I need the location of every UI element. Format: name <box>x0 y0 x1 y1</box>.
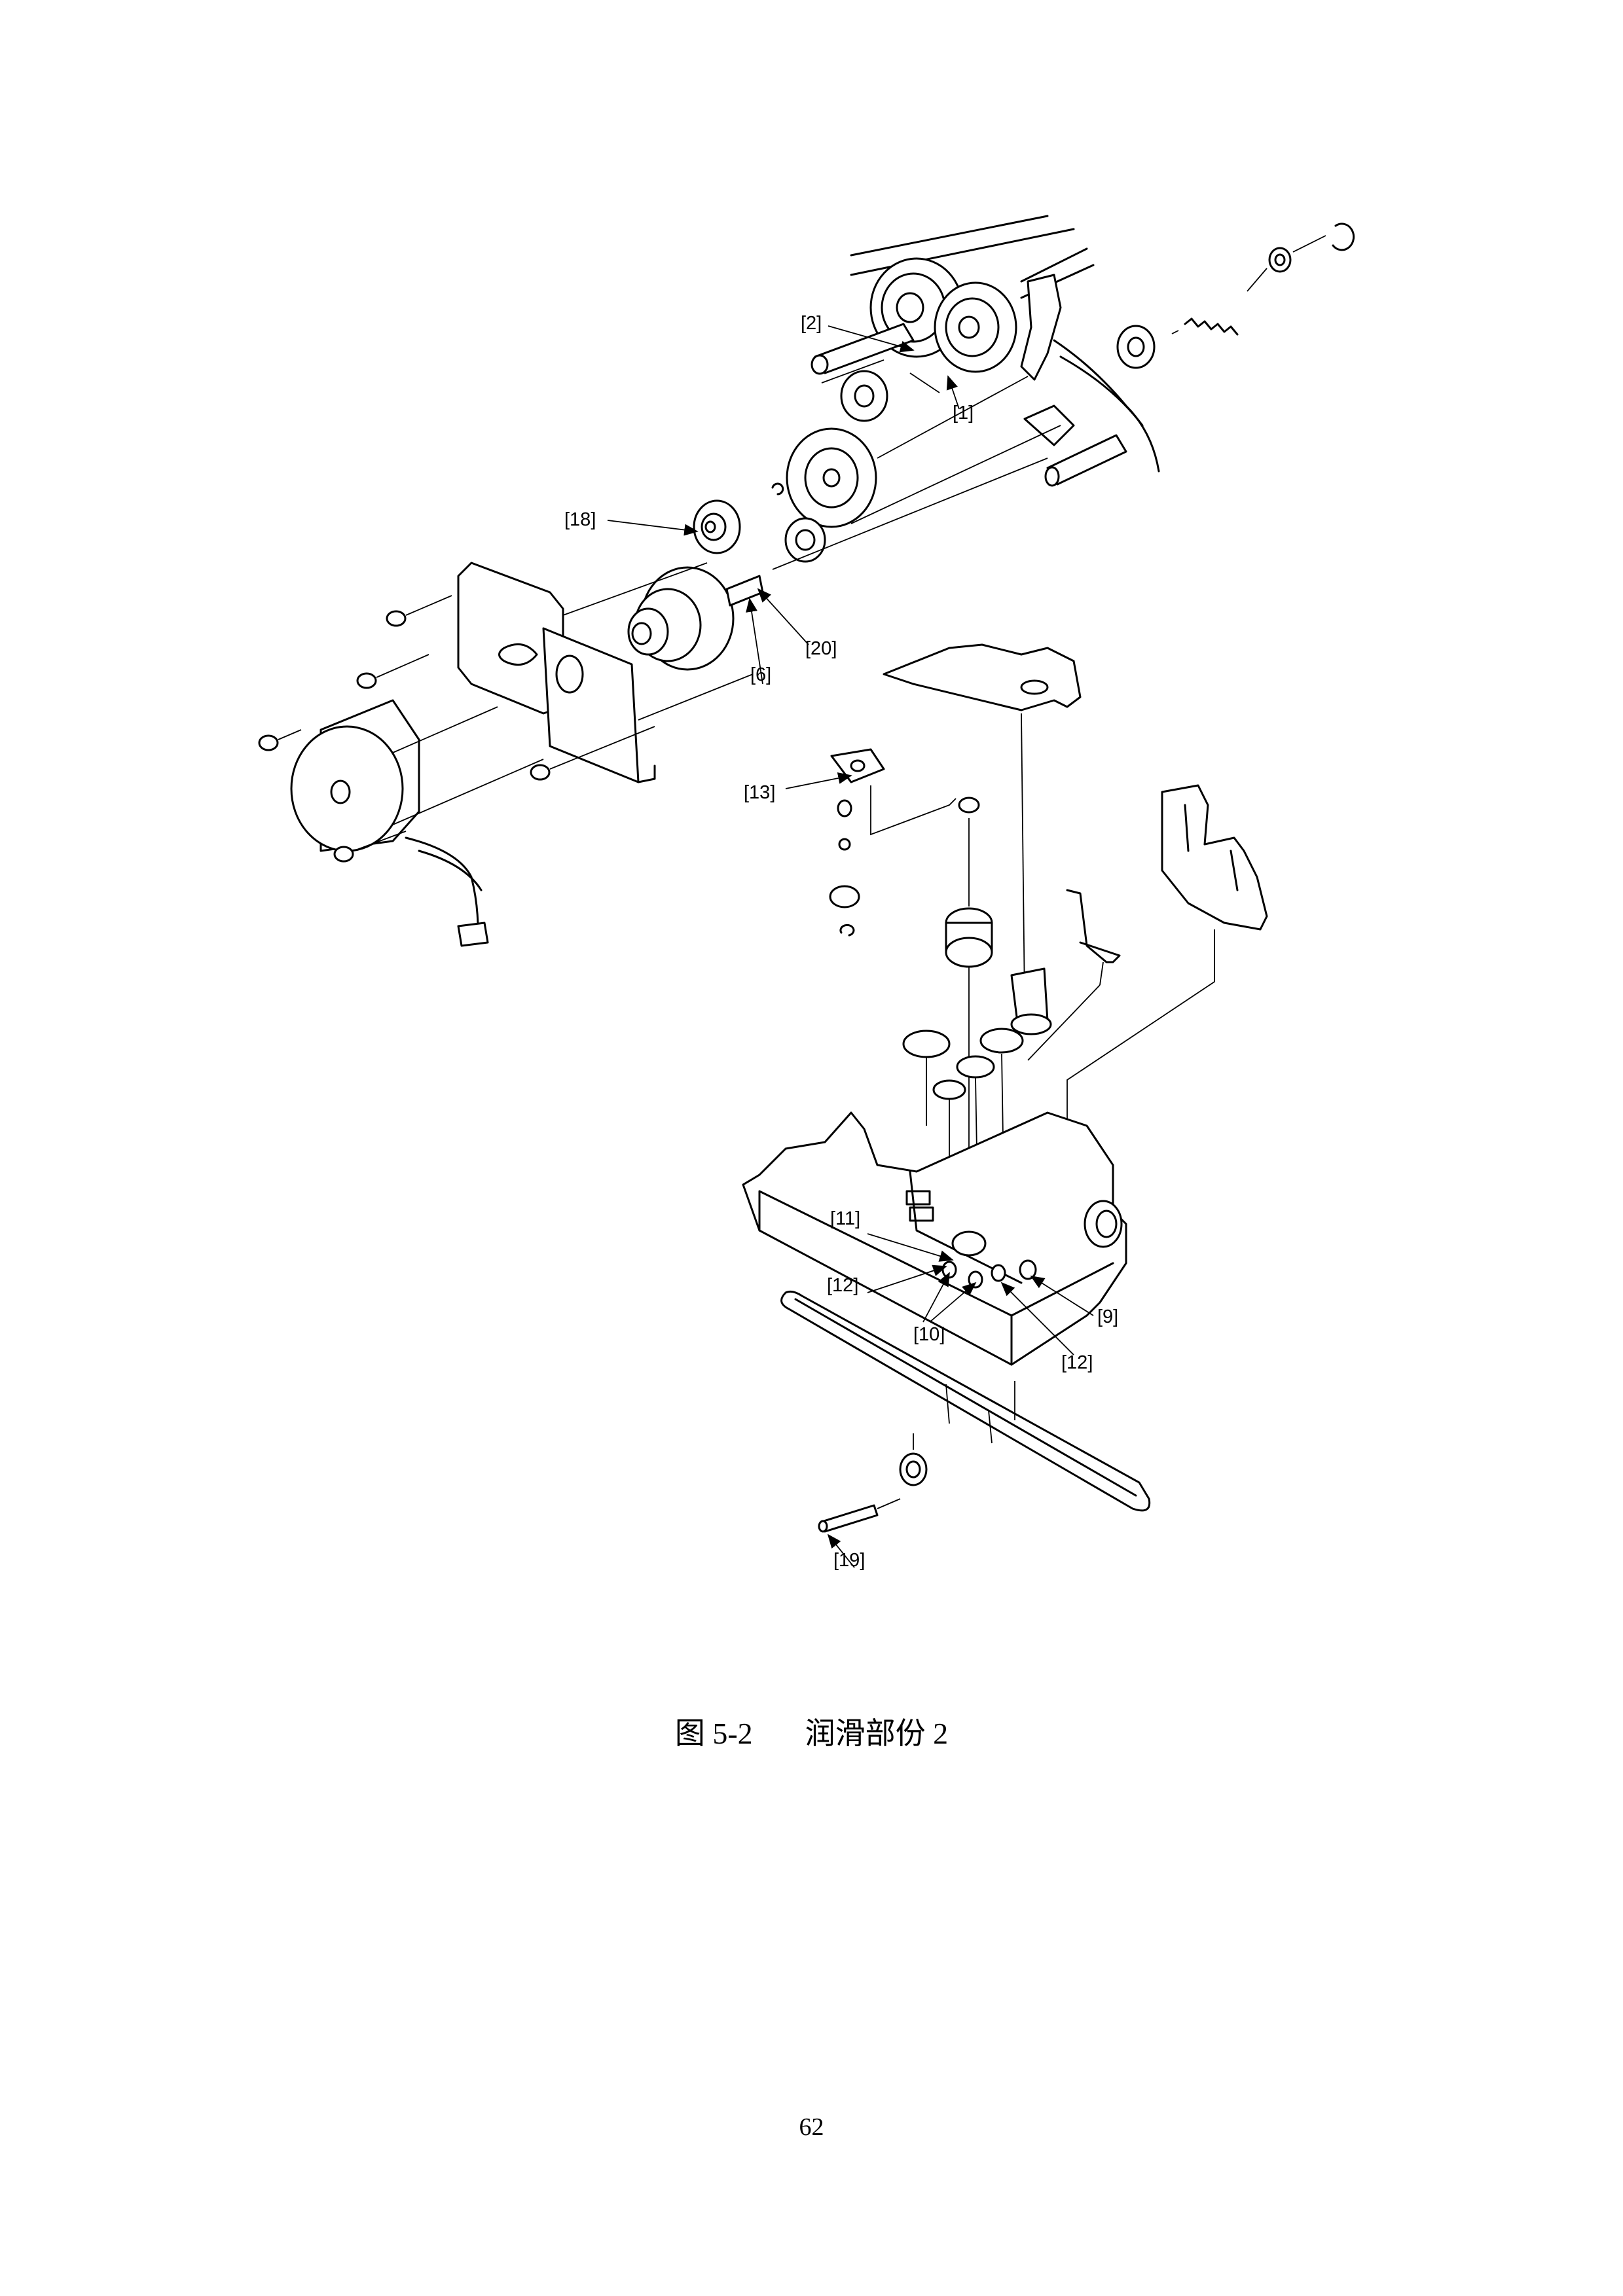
callout-13: [13] <box>744 782 776 803</box>
figure-caption: 图 5-2 润滑部份 2 <box>0 1710 1623 1753</box>
callout-18: [18] <box>564 509 596 530</box>
callout-9: [9] <box>1097 1306 1119 1327</box>
motor-assembly <box>258 562 754 947</box>
lower-frame <box>742 1111 1127 1366</box>
drive-gears <box>627 359 1061 671</box>
upper-gear-assembly <box>811 215 1355 487</box>
callout-10: [10] <box>913 1324 945 1345</box>
callout-11: [11] <box>830 1208 861 1229</box>
right-bracket <box>1067 784 1268 1132</box>
page-number: 62 <box>799 2113 824 2141</box>
callout-12-left: [12] <box>827 1275 859 1296</box>
belt-assembly <box>780 1290 1151 1533</box>
callout-leaders <box>607 325 1094 1568</box>
callout-12-right: [12] <box>1061 1352 1093 1373</box>
figure-number: 图 5-2 <box>674 1717 753 1750</box>
callout-6: [6] <box>750 664 772 685</box>
callout-19: [19] <box>833 1550 866 1571</box>
callout-1: [1] <box>953 403 974 423</box>
cam-parts <box>829 748 1121 1244</box>
post-gears <box>902 1028 1024 1264</box>
figure-title: 润滑部份 2 <box>805 1717 949 1750</box>
callout-20: [20] <box>805 638 837 659</box>
cover-plate <box>883 643 1082 1002</box>
exploded-parts-diagram <box>258 215 1355 1568</box>
callout-2: [2] <box>801 313 822 334</box>
